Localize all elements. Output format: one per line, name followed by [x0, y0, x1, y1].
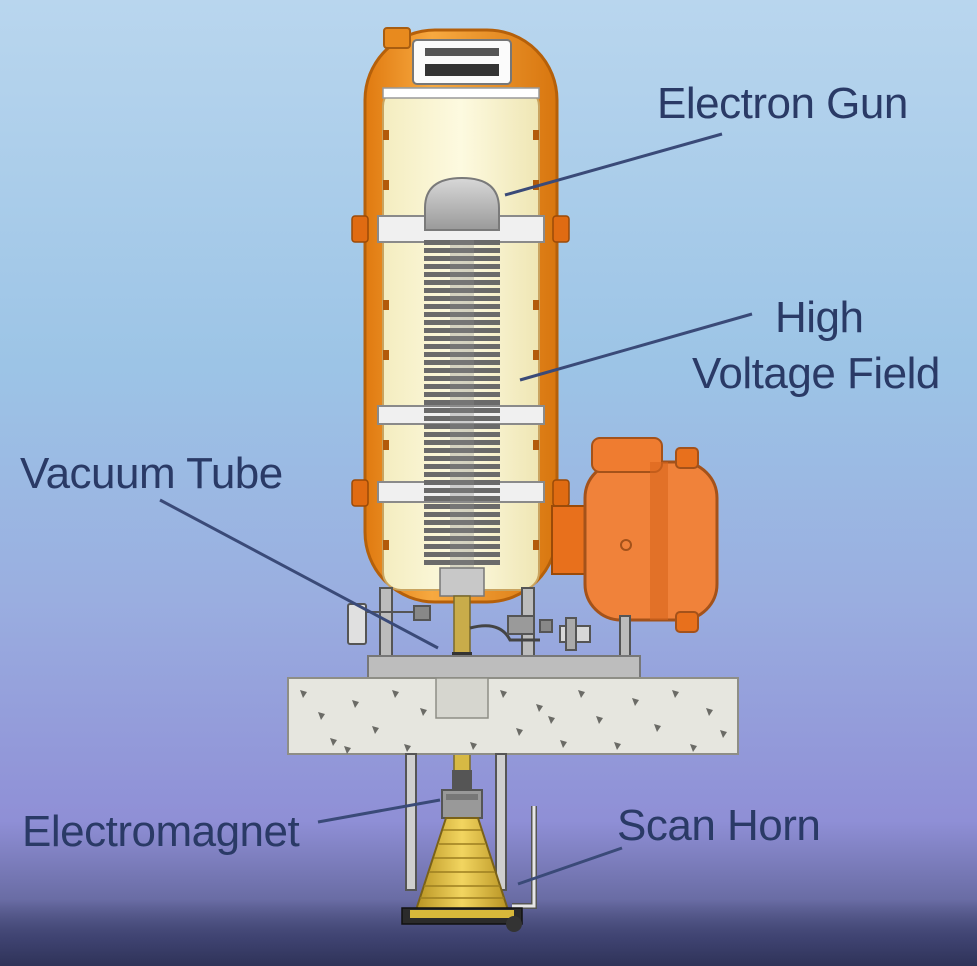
coil-ring — [424, 344, 500, 349]
leader-high-voltage-field — [519, 312, 753, 382]
coil-ring — [424, 320, 500, 325]
concrete-slab — [287, 677, 739, 755]
concrete-speck — [500, 690, 507, 698]
concrete-speck — [516, 728, 523, 736]
concrete-speck — [318, 712, 325, 720]
leader-electromagnet — [317, 798, 441, 824]
accelerator-column-coils — [424, 240, 500, 568]
coil-ring — [424, 352, 500, 357]
concrete-speck — [536, 704, 543, 712]
base-plate — [367, 655, 641, 679]
electron-gun-dome — [424, 176, 500, 231]
coil-ring — [424, 304, 500, 309]
concrete-speck — [420, 708, 427, 716]
coil-ring — [424, 536, 500, 541]
leader-scan-horn — [517, 846, 623, 886]
coil-ring — [424, 504, 500, 509]
leader-vacuum-tube — [159, 498, 439, 650]
concrete-speck — [632, 698, 639, 706]
coil-ring — [424, 336, 500, 341]
concrete-speck — [372, 726, 379, 734]
coil-ring — [424, 264, 500, 269]
concrete-speck — [392, 690, 399, 698]
label-high-voltage-field-line1: High — [775, 293, 864, 342]
coil-ring — [424, 440, 500, 445]
concrete-speck — [706, 708, 713, 716]
coil-ring — [424, 488, 500, 493]
coil-ring — [424, 376, 500, 381]
leader-electron-gun — [504, 132, 723, 197]
label-scan-horn: Scan Horn — [617, 801, 821, 850]
beam-core — [450, 240, 474, 568]
concrete-speck — [690, 744, 697, 752]
coil-ring — [424, 528, 500, 533]
coil-ring — [424, 560, 500, 565]
concrete-speck — [560, 740, 567, 748]
concrete-speck — [548, 716, 555, 724]
label-electromagnet: Electromagnet — [22, 807, 300, 856]
coil-ring — [424, 520, 500, 525]
coil-ring — [424, 296, 500, 301]
coil-ring — [424, 480, 500, 485]
coil-ring — [424, 408, 500, 413]
label-high-voltage-field-line2: Voltage Field — [692, 349, 940, 398]
concrete-speck — [596, 716, 603, 724]
coil-ring — [424, 248, 500, 253]
coil-ring — [424, 360, 500, 365]
coil-ring — [424, 496, 500, 501]
electromagnet — [441, 789, 483, 819]
coil-ring — [424, 416, 500, 421]
coil-ring — [424, 240, 500, 245]
coil-ring — [424, 256, 500, 261]
concrete-speck — [344, 746, 351, 754]
vacuum-pump — [551, 437, 719, 633]
coil-ring — [424, 392, 500, 397]
concrete-speck — [352, 700, 359, 708]
coil-ring — [424, 384, 500, 389]
concrete-speck — [404, 744, 411, 752]
coil-ring — [424, 288, 500, 293]
coil-ring — [424, 456, 500, 461]
concrete-speck — [672, 690, 679, 698]
concrete-speck — [300, 690, 307, 698]
coil-ring — [424, 544, 500, 549]
leader-lines — [159, 132, 753, 886]
coil-ring — [424, 312, 500, 317]
coil-ring — [424, 272, 500, 277]
concrete-speck — [720, 730, 727, 738]
coil-ring — [424, 400, 500, 405]
concrete-speck — [614, 742, 621, 750]
scan-horn — [401, 817, 523, 932]
coil-ring — [424, 280, 500, 285]
concrete-speck — [470, 742, 477, 750]
coil-ring — [424, 368, 500, 373]
coil-ring — [424, 464, 500, 469]
concrete-speck — [578, 690, 585, 698]
label-vacuum-tube: Vacuum Tube — [20, 449, 283, 498]
label-electron-gun: Electron Gun — [657, 79, 908, 128]
coil-ring — [424, 432, 500, 437]
coil-ring — [424, 448, 500, 453]
coil-ring — [424, 472, 500, 477]
coil-ring — [424, 424, 500, 429]
coil-ring — [424, 512, 500, 517]
coil-ring — [424, 328, 500, 333]
concrete-speck — [330, 738, 337, 746]
coil-ring — [424, 552, 500, 557]
concrete-speck — [654, 724, 661, 732]
